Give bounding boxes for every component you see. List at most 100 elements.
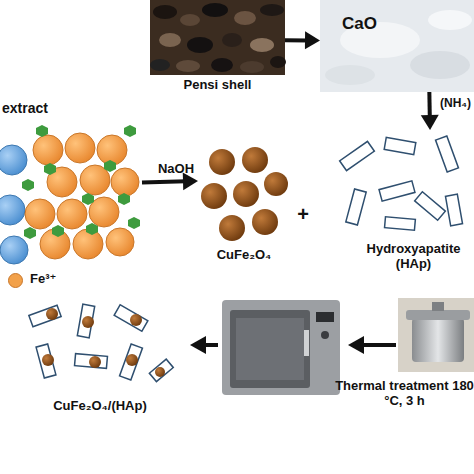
ferrite-spheres-part	[209, 149, 235, 175]
composite-rods	[29, 304, 173, 381]
shell-photo-part	[150, 0, 285, 75]
extract-molecule-part	[104, 160, 116, 172]
oven-photo-part	[230, 310, 310, 388]
extract-molecule-part	[52, 225, 64, 237]
hap-rods-part	[346, 189, 366, 225]
node-label: CaO	[342, 14, 422, 34]
shell-photo-part	[153, 5, 177, 19]
oven-photo-part	[236, 318, 304, 380]
hap-rods-part	[385, 217, 416, 231]
ferrite-spheres-part	[219, 215, 245, 241]
node-label: CuFe₂O₄/(HAp)	[15, 399, 185, 414]
extract-cluster-part	[73, 229, 103, 259]
autoclave-photo-part	[406, 310, 470, 320]
composite-spheres-part	[155, 367, 165, 377]
composite-spheres-part	[42, 354, 54, 366]
cao-photo-part	[325, 65, 375, 85]
extract-cluster-part	[57, 199, 87, 229]
process-arrow-part	[348, 336, 364, 354]
ferrite-spheres-part	[264, 172, 288, 196]
process-arrow-part	[190, 336, 206, 354]
particle-cluster: Hydroxyapatite (HAp)	[325, 130, 474, 280]
shell-photo-part	[270, 56, 286, 68]
extract-cluster-part	[0, 236, 28, 264]
node-label: extract	[2, 100, 112, 116]
composite-spheres	[42, 308, 165, 377]
shell-photo-part	[222, 33, 242, 47]
hap-rods-part	[415, 192, 446, 220]
process-arrow-part	[362, 343, 396, 347]
composite-rods-part	[77, 304, 94, 338]
composite-rods-part	[75, 354, 108, 369]
arrow-shaft	[142, 181, 186, 182]
cao-photo	[320, 0, 474, 92]
extract-cluster-part	[0, 145, 27, 175]
extract-cluster-part	[65, 133, 95, 163]
arrow-shaft	[285, 38, 308, 42]
ferrite-spheres-part	[233, 181, 259, 207]
composite-rods-part	[114, 305, 148, 331]
ferrite-spheres	[201, 147, 288, 241]
cao-photo-part	[320, 0, 474, 92]
ferrite-spheres-part	[201, 183, 227, 209]
hap-rods	[340, 136, 463, 230]
cao-photo-part	[428, 10, 472, 30]
arrow-head	[421, 115, 439, 130]
autoclave-photo-part	[398, 298, 474, 372]
shell-photo-part	[187, 37, 213, 53]
extract-molecule-part	[86, 223, 98, 235]
composite-rods-part	[29, 305, 61, 327]
edge-label: (NH₄)	[437, 97, 474, 111]
composite-rods-part	[149, 359, 173, 382]
extract-cluster-part	[25, 199, 55, 229]
edge-label: NaOH	[148, 162, 204, 177]
extract-molecule-part	[36, 125, 48, 137]
oven-photo-part	[321, 331, 329, 339]
oven-photo-part	[316, 312, 334, 322]
shell-photo-part	[211, 58, 233, 72]
extract-cluster-part	[111, 168, 139, 196]
hap-rods-part	[436, 136, 459, 172]
shell-photo	[150, 0, 286, 75]
extract-molecule-part	[124, 125, 136, 137]
oven-photo	[222, 300, 340, 395]
extract-molecule-part	[44, 163, 56, 175]
legend-label: Fe³⁺	[30, 272, 56, 287]
shell-photo-part	[260, 4, 284, 16]
composite-spheres-part	[89, 356, 101, 368]
process-arrow	[190, 336, 396, 354]
ferrite-spheres-part	[252, 209, 278, 235]
oven-photo-part	[222, 300, 340, 395]
arrow-head	[305, 31, 320, 49]
photo-box: Pensi shell	[150, 0, 285, 98]
extract-cluster	[0, 133, 139, 264]
extract-molecule-part	[128, 217, 140, 229]
autoclave-photo-part	[432, 302, 444, 311]
process-arrow-part	[204, 343, 218, 347]
product-box: CuFe₂O₄/(HAp)	[15, 295, 185, 420]
hap-rods-part	[340, 141, 375, 170]
composite-rods-part	[120, 344, 143, 380]
flow-arrow	[421, 92, 439, 130]
node-label: Thermal treatment 180 °C, 3 h	[335, 379, 474, 409]
composite-spheres-part	[126, 354, 138, 366]
hap-rods-part	[384, 137, 416, 154]
extract-cluster-part	[0, 195, 25, 225]
photo-box: CaO	[320, 0, 474, 92]
extract-molecule-part	[82, 193, 94, 205]
node-label: Hydroxyapatite (HAp)	[353, 242, 474, 272]
oven-photo-part	[304, 330, 309, 356]
shell-photo-part	[150, 59, 170, 71]
equipment-box: Thermal treatment 180 °C, 3 h	[335, 295, 474, 435]
cao-photo-part	[410, 51, 470, 79]
composite-spheres-part	[130, 314, 142, 326]
shell-photo-part	[234, 11, 256, 25]
shell-photo-part	[180, 14, 200, 26]
legend-swatch	[8, 273, 23, 288]
particle-cluster: CuFe₂O₄	[198, 140, 290, 268]
shell-photo-part	[176, 60, 200, 72]
hap-rods-part	[445, 194, 462, 226]
extract-molecule	[22, 125, 140, 239]
hap-rods-part	[379, 181, 415, 201]
